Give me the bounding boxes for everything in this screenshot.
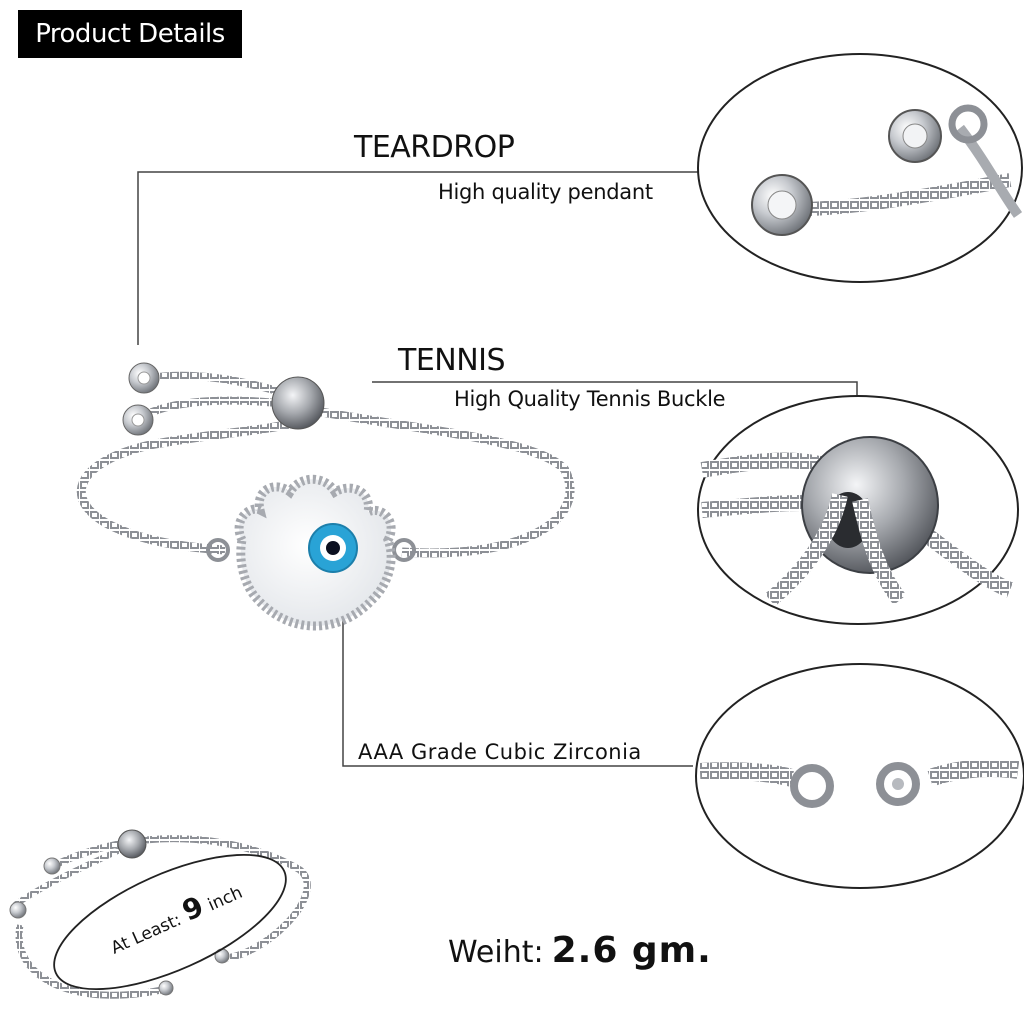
- length-ellipse: [53, 853, 287, 991]
- leader-lines: [137, 171, 858, 767]
- teardrop-detail-circle: [697, 53, 1023, 283]
- tennis-title: TENNIS: [398, 343, 506, 378]
- zirconia-detail-circle: [695, 663, 1024, 889]
- tennis-subtitle: High Quality Tennis Buckle: [454, 387, 726, 411]
- main-bracelet: [76, 362, 575, 631]
- zirconia-label: AAA Grade Cubic Zirconia: [358, 740, 642, 764]
- product-details-badge: Product Details: [18, 10, 242, 58]
- teardrop-title: TEARDROP: [354, 130, 515, 165]
- tennis-buckle-detail-circle: [697, 395, 1019, 625]
- weight-value: 2.6 gm.: [551, 930, 712, 971]
- teardrop-subtitle: High quality pendant: [438, 180, 653, 204]
- length-bracelet: [9, 829, 311, 999]
- weight-row: Weiht: 2.6 gm.: [448, 930, 712, 971]
- weight-label: Weiht:: [448, 935, 544, 970]
